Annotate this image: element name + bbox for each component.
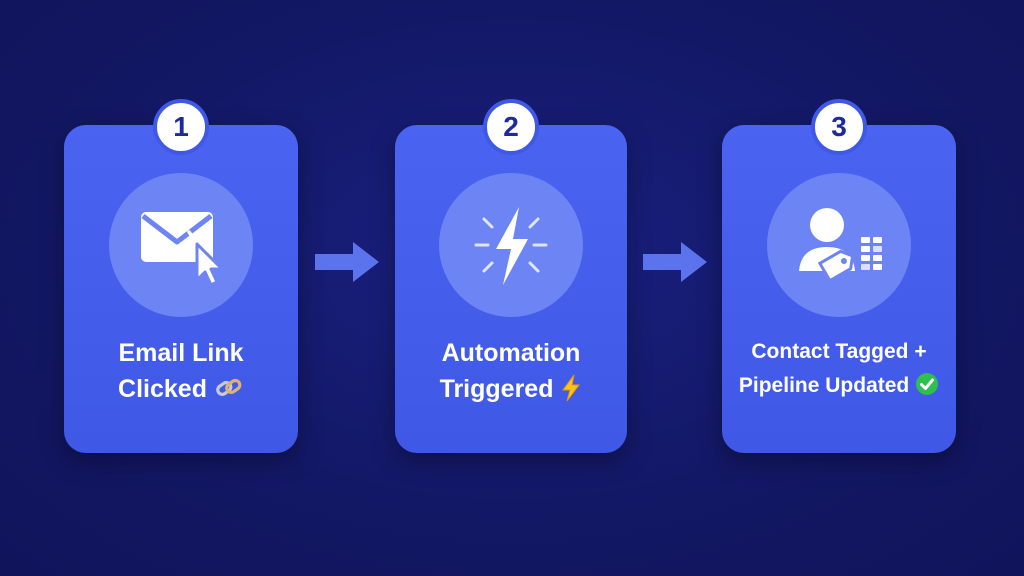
step-label-2: Automation Triggered [395,335,627,407]
step-card-3: 3 [722,99,956,453]
check-mark-icon [916,373,939,395]
step-label-3: Contact Tagged + Pipeline Updated [722,335,956,403]
step-card-1: 1 Email Link Clicked [64,99,298,453]
lightning-icon [562,374,581,402]
step-label-3-line-2-text: Pipeline Updated [738,374,910,397]
step-number-2: 2 [503,111,519,142]
step-number-badge-3: 3 [811,99,867,155]
step-label-3-line-1: Contact Tagged + [751,340,927,363]
contact-tag-pipeline-icon [767,173,911,317]
step-number-3: 3 [831,111,847,142]
step-number-badge-2: 2 [483,99,539,155]
step-label-1-line-1: Email Link [118,339,244,367]
step-label-3-line-2: Pipeline Updated [722,369,956,403]
step-label-2-line-2: Triggered [395,371,627,407]
step-label-2-line-1: Automation [441,339,581,367]
arrow-right-icon-1 [315,242,379,282]
step-label-1: Email Link Clicked [64,335,298,407]
arrow-right-icon-2 [643,242,707,282]
envelope-click-icon [109,173,253,317]
step-label-1-line-2-text: Clicked [118,375,207,403]
step-number-1: 1 [173,111,189,142]
step-card-2: 2 Automation Triggered [395,99,627,453]
step-label-1-line-2: Clicked [64,371,298,407]
step-number-badge-1: 1 [153,99,209,155]
step-label-2-line-2-text: Triggered [439,375,554,403]
lightning-bolt-icon [439,173,583,317]
link-icon [216,378,242,396]
